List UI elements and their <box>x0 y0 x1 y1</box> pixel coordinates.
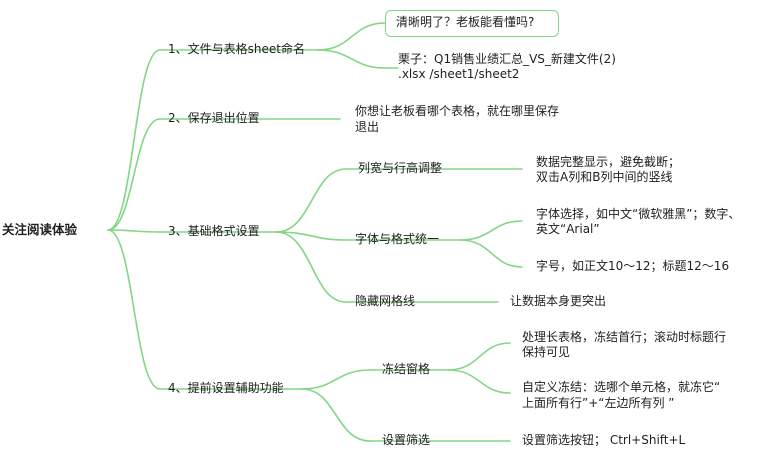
branch-3-child-1[interactable]: 列宽与行高调整 <box>358 161 443 175</box>
branch-2-child-1-line-1[interactable]: 你想让老板看哪个表格，就在哪里保存 <box>355 104 560 118</box>
branch-4-child-1-detail-2-line-2[interactable]: 上面所有行”+“左边所有列 ” <box>522 396 675 410</box>
branch-3-child-1-detail-line-2[interactable]: 双击A列和B列中间的竖线 <box>536 170 673 184</box>
edge-b3-c2-g1 <box>459 220 523 241</box>
edge-root-b2 <box>107 118 161 231</box>
branch-3-child-2-detail-1-line-1[interactable]: 字体选择，如中文“微软雅黑”；数字、 <box>536 207 741 221</box>
edge-b3-c2-g2 <box>459 239 523 268</box>
highlighted-topic-box[interactable] <box>385 10 559 37</box>
edge-root-b3 <box>107 229 161 233</box>
edge-b4-c1 <box>301 369 371 390</box>
branch-3-child-3-detail[interactable]: 让数据本身更突出 <box>510 294 607 308</box>
edge-b3-c2 <box>275 231 347 241</box>
root-topic[interactable]: 关注阅读体验 <box>2 222 78 237</box>
branch-3-child-3[interactable]: 隐藏网格线 <box>355 294 416 308</box>
branch-4-child-1-detail-1-line-2[interactable]: 保持可见 <box>522 345 571 359</box>
edge-b1-c2 <box>317 49 386 69</box>
branch-3-child-2[interactable]: 字体与格式统一 <box>355 232 440 246</box>
edge-b4-c2 <box>301 388 371 442</box>
edge-b4-c1-g2 <box>447 369 511 394</box>
branch-4-child-2-detail[interactable]: 设置筛选按钮； Ctrl+Shift+L <box>522 433 686 447</box>
branch-2-title[interactable]: 2、保存退出位置 <box>168 111 260 125</box>
edge-b4-c1-g1 <box>447 342 511 371</box>
edge-b1-c1 <box>317 22 386 51</box>
branch-1-child-2-line-2[interactable]: .xlsx /sheet1/sheet2 <box>398 67 520 81</box>
branch-4-title[interactable]: 4、提前设置辅助功能 <box>168 381 284 395</box>
edge-b3-c3 <box>275 231 347 303</box>
edge-root-b1 <box>107 49 161 231</box>
edge-root-b4 <box>107 229 161 390</box>
branch-1-child-1[interactable]: 清晰明了？老板能看懂吗? <box>396 15 535 29</box>
branch-1-child-2-line-1[interactable]: 栗子：Q1销售业绩汇总_VS_新建文件(2) <box>398 52 616 66</box>
edge-b3-c1 <box>275 168 347 233</box>
branch-3-title[interactable]: 3、基础格式设置 <box>168 224 260 238</box>
branch-4-child-1[interactable]: 冻结窗格 <box>382 362 431 376</box>
branch-1-title[interactable]: 1、文件与表格sheet命名 <box>168 42 305 56</box>
branch-2-child-1-line-2[interactable]: 退出 <box>355 120 380 134</box>
branch-3-child-1-detail-line-1[interactable]: 数据完整显示，避免截断； <box>536 155 681 169</box>
branch-4-child-2[interactable]: 设置筛选 <box>382 433 431 447</box>
branch-4-child-1-detail-2-line-1[interactable]: 自定义冻结：选哪个单元格，就冻它“ <box>522 380 721 394</box>
branch-3-child-2-detail-1-line-2[interactable]: 英文“Arial” <box>536 222 600 236</box>
branch-4-child-1-detail-1-line-1[interactable]: 处理长表格，冻结首行；滚动时标题行 <box>522 330 727 344</box>
branch-3-child-2-detail-2[interactable]: 字号，如正文10～12；标题12～16 <box>536 259 730 273</box>
